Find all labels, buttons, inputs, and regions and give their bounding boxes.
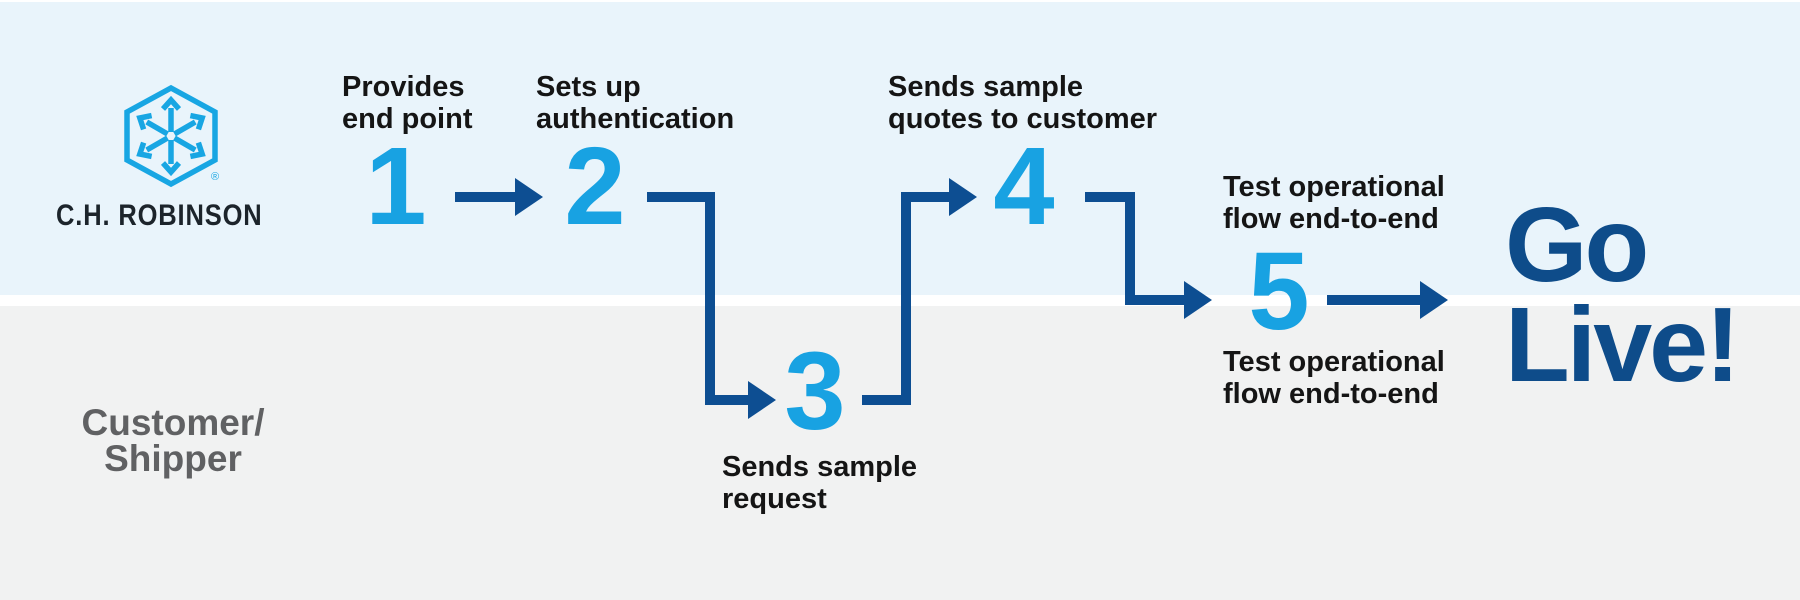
go-live-text: Go Live!: [1505, 186, 1740, 404]
step-1-label-line1: Provides: [342, 71, 465, 103]
arrow-3-to-4-icon: [862, 192, 949, 405]
lane-customer-shipper: [0, 306, 1800, 600]
step-5-label-below-line1: Test operational: [1223, 346, 1445, 378]
step-4-number: 4: [993, 125, 1055, 248]
step-2-label: Sets up authentication: [536, 71, 734, 135]
step-1-label: Provides end point: [342, 71, 472, 135]
brand-wordmark: C.H. ROBINSON: [56, 199, 263, 232]
step-1-number: 1: [365, 125, 427, 248]
ch-robinson-hexagon-icon: ®: [124, 84, 219, 188]
arrowhead-4-icon: [1184, 281, 1212, 319]
arrowhead-1-icon: [515, 178, 543, 216]
step-3-number: 3: [784, 330, 846, 453]
customer-shipper-label: Customer/ Shipper: [43, 402, 303, 479]
customer-label-line1: Customer/: [81, 402, 265, 443]
go-live-line2: Live!: [1505, 286, 1740, 404]
registered-mark: ®: [211, 171, 219, 183]
step-5-label-below-line2: flow end-to-end: [1223, 378, 1439, 410]
lane-ch-robinson: [0, 2, 1800, 295]
arrow-2-to-3-icon: [647, 192, 748, 405]
go-live-line1: Go: [1505, 186, 1649, 304]
arrow-4-to-5-icon: [1085, 192, 1184, 305]
step-2-label-line1: Sets up: [536, 71, 641, 103]
step-4-label-line1: Sends sample: [888, 71, 1084, 103]
step-5-number: 5: [1248, 230, 1310, 353]
step-3-label-line2: request: [722, 483, 827, 515]
step-5-label-below: Test operational flow end-to-end: [1223, 346, 1445, 410]
step-1-label-line2: end point: [342, 103, 473, 135]
step-4-label: Sends sample quotes to customer: [888, 71, 1157, 135]
step-2-label-line2: authentication: [536, 103, 735, 135]
step-3-label: Sends sample request: [722, 451, 917, 515]
step-4-label-line2: quotes to customer: [888, 103, 1158, 135]
arrowhead-2-icon: [748, 381, 776, 419]
arrowhead-3-icon: [949, 178, 977, 216]
step-3-label-line1: Sends sample: [722, 451, 918, 483]
step-5-label-above-line1: Test operational: [1223, 171, 1445, 203]
step-2-number: 2: [564, 125, 626, 248]
step-5-label-above-line2: flow end-to-end: [1223, 203, 1439, 235]
arrowhead-5-icon: [1420, 281, 1448, 319]
customer-label-line2: Shipper: [104, 438, 242, 479]
step-5-label-above: Test operational flow end-to-end: [1223, 171, 1445, 235]
